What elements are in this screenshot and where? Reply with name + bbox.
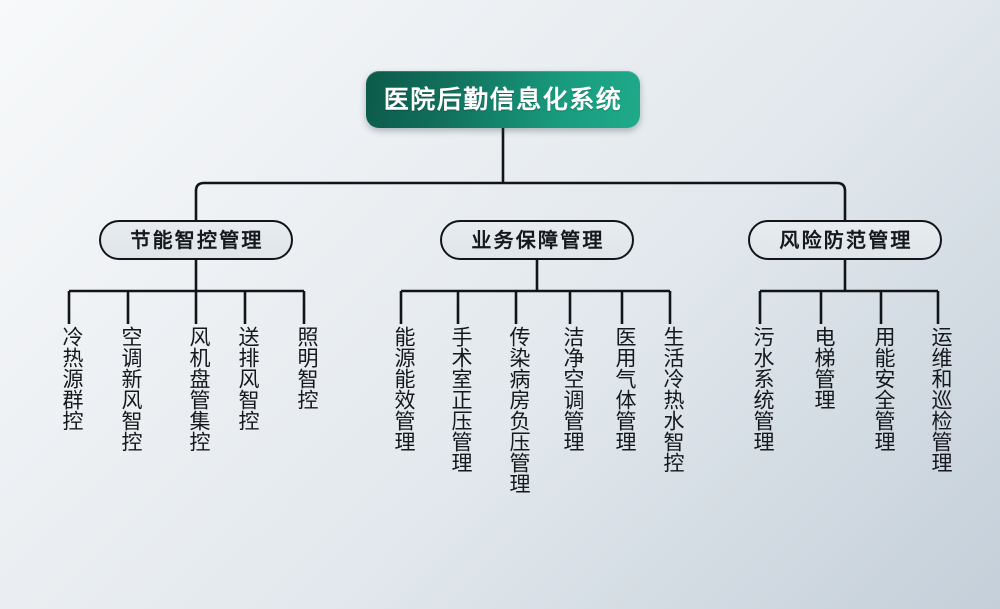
branch-node-3[interactable]: 风险防范管理 [748,220,942,260]
branch-node-3-label: 风险防范管理 [779,228,913,252]
leaf-node-2-3[interactable]: 传染病房负压管理 [507,326,531,494]
branch-node-2[interactable]: 业务保障管理 [440,220,634,260]
leaf-node-3-1[interactable]: 污水系统管理 [751,326,775,452]
leaf-node-1-2[interactable]: 空调新风智控 [119,326,143,452]
leaf-node-2-6[interactable]: 生活冷热水智控 [661,326,685,473]
root-node[interactable]: 医院后勤信息化系统 [366,71,640,128]
leaf-node-2-5[interactable]: 医用气体管理 [613,326,637,452]
branch-node-2-label: 业务保障管理 [471,228,605,252]
leaf-node-3-3[interactable]: 用能安全管理 [872,326,896,452]
leaf-node-3-4[interactable]: 运维和巡检管理 [929,326,953,473]
leaf-node-1-5[interactable]: 照明智控 [295,326,319,410]
branch-node-1[interactable]: 节能智控管理 [99,220,293,260]
leaf-node-2-2[interactable]: 手术室正压管理 [449,326,473,473]
leaf-node-1-3[interactable]: 风机盘管集控 [187,326,211,452]
level2-bus [194,181,847,220]
root-node-label: 医院后勤信息化系统 [383,85,623,114]
leaf-node-1-4[interactable]: 送排风智控 [236,326,260,431]
leaf-node-1-1[interactable]: 冷热源群控 [60,326,84,431]
leaf-node-3-2[interactable]: 电梯管理 [812,326,836,410]
leaf-node-2-4[interactable]: 洁净空调管理 [561,326,585,452]
leaf-node-2-1[interactable]: 能源能效管理 [392,326,416,452]
branch-node-1-label: 节能智控管理 [130,228,264,252]
